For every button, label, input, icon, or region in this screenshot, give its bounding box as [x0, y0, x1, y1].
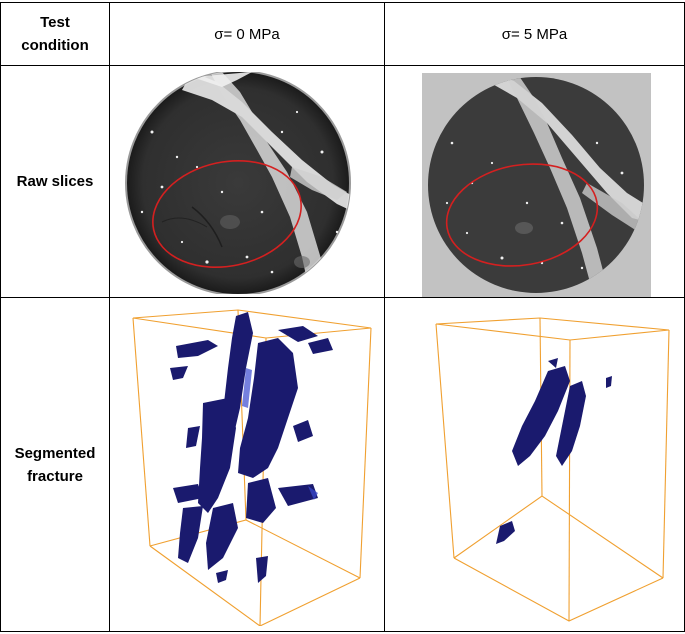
bounding-box-wireframe	[435, 317, 670, 622]
column-divider-1	[109, 2, 110, 632]
fracture-voxels	[170, 312, 333, 583]
region-of-interest-ellipse	[445, 163, 599, 267]
table-border-left	[0, 2, 1, 632]
table-border-bottom	[0, 631, 685, 632]
region-of-interest-ellipse	[152, 159, 302, 269]
row-label-raw-slices: Raw slices	[16, 173, 94, 190]
row-divider	[0, 297, 685, 298]
segmented-fracture-sigma-0-render	[128, 308, 373, 626]
header-test-condition: Test condition	[21, 14, 89, 54]
raw-slice-sigma-0-image	[122, 72, 354, 294]
segmented-fracture-sigma-5-render	[430, 316, 672, 622]
core-sample-disc	[125, 72, 351, 294]
header-sigma-0: σ= 0 MPa	[214, 25, 280, 43]
fracture-voxels	[496, 358, 612, 544]
raw-slice-sigma-5-image	[422, 73, 651, 297]
mineral-vein	[482, 77, 644, 223]
header-sigma-5: σ= 5 MPa	[501, 25, 568, 43]
row-label-segmented-fracture: Segmented fracture	[14, 444, 96, 485]
table-border-top	[0, 2, 685, 3]
column-divider-2	[384, 2, 385, 632]
header-divider	[0, 65, 685, 66]
